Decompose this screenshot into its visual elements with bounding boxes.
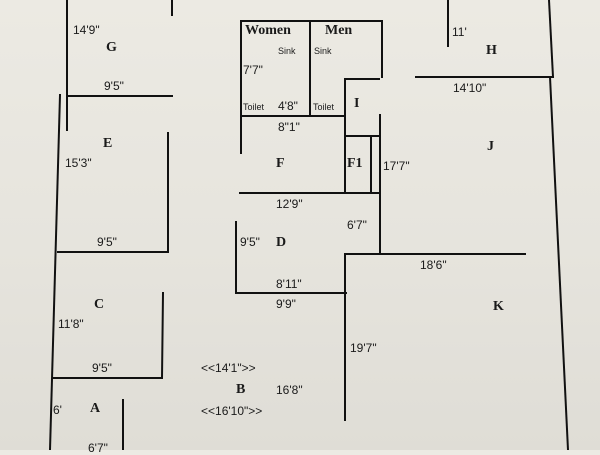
men-sink-label: Sink (314, 46, 332, 56)
women-sink-label: Sink (278, 46, 296, 56)
dim-a-height: 6' (53, 403, 62, 417)
dim-c-height: 11'8" (58, 317, 84, 331)
dim-e-height: 15'3" (65, 156, 92, 170)
men-label: Men (325, 23, 353, 38)
dim-j-height: 17'7" (383, 159, 410, 173)
wall-h-right (547, 0, 555, 79)
wall-c-right (160, 291, 165, 380)
room-f-label: F (276, 156, 285, 171)
dim-h-depth: 14'10" (453, 81, 487, 95)
wall-right-outer (548, 75, 570, 450)
room-h-label: H (486, 43, 497, 58)
dim-b-lower: <<16'10">> (201, 404, 263, 418)
dim-b-height: 16'8" (276, 383, 303, 397)
room-d-label: D (276, 235, 287, 250)
room-j-label: J (487, 139, 494, 154)
dim-women-width: 4'8" (278, 99, 298, 113)
dim-b-upper: <<14'1">> (201, 361, 256, 375)
dim-e-width: 9'5" (97, 235, 117, 249)
dim-restroom-total: 8"1" (278, 120, 300, 134)
men-toilet-label: Toilet (313, 102, 335, 112)
dim-women-height: 7'7" (243, 63, 263, 77)
room-i-label: I (354, 96, 360, 111)
dim-f-height: 6'7" (347, 218, 367, 232)
room-k-label: K (493, 299, 504, 314)
dim-d-height: 9'5" (240, 235, 260, 249)
room-b-label: B (236, 382, 246, 397)
dim-f-width: 12'9" (276, 197, 303, 211)
wall-left-main (48, 93, 62, 450)
dim-g-depth: 9'5" (104, 79, 124, 93)
dim-c-width: 9'5" (92, 361, 112, 375)
dim-g-width: 14'9" (73, 23, 100, 37)
room-a-label: A (90, 401, 101, 416)
room-f1-label: F1 (347, 156, 363, 171)
dim-a-width: 6'7" (88, 441, 108, 455)
women-toilet-label: Toilet (243, 102, 265, 112)
dim-d-width2: 9'9" (276, 297, 296, 311)
women-label: Women (245, 23, 291, 38)
dim-d-width: 8'11" (276, 277, 302, 291)
room-c-label: C (94, 297, 105, 312)
dim-h-width: 11' (452, 25, 467, 39)
room-g-label: G (106, 40, 117, 55)
dim-k-width: 18'6" (420, 258, 447, 272)
room-e-label: E (103, 136, 113, 151)
dim-k-height: 19'7" (350, 341, 377, 355)
